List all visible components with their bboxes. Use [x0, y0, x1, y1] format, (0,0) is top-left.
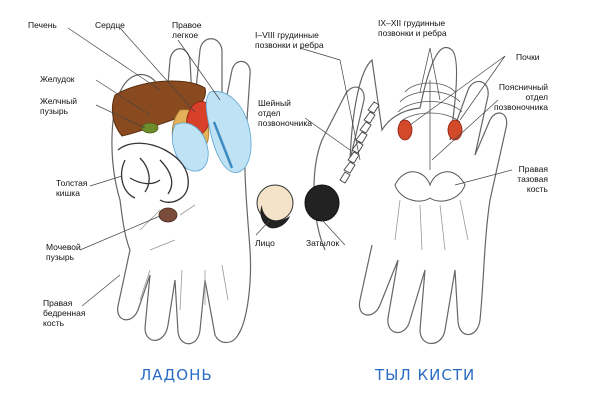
- label-right-femur: Правая бедренная кость: [43, 298, 86, 328]
- colon-shape: [117, 142, 189, 203]
- label-right-pelvic: Правая тазовая кость: [517, 164, 548, 194]
- leader-lines: [67, 27, 513, 307]
- kidney-left-shape: [397, 119, 413, 141]
- trachea-shape: [212, 121, 234, 169]
- spine-shape: [339, 101, 380, 184]
- back-hand: [313, 46, 508, 345]
- occiput-shape: [304, 184, 340, 222]
- label-heart: Сердце: [95, 20, 125, 30]
- label-lumbar: Поясничный отдел позвоночника: [493, 82, 548, 112]
- back-hand-outline: [313, 46, 508, 345]
- label-liver: Печень: [28, 20, 57, 30]
- label-right-lung: Правое легкое: [172, 20, 202, 40]
- label-gallbladder: Желчный пузырь: [40, 96, 77, 116]
- ribs-shape: [397, 80, 463, 170]
- pelvis-shape: [394, 171, 466, 202]
- label-bladder: Мочевой пузырь: [46, 242, 81, 262]
- kidney-right-shape: [447, 119, 463, 141]
- label-thoracic-9-12: IX–XII грудинные позвонки и ребра: [378, 18, 447, 38]
- label-colon: Толстая кишка: [56, 178, 88, 198]
- label-occiput: Затылок: [306, 238, 340, 248]
- caption-back-of-hand: ТЫЛ КИСТИ: [375, 366, 476, 384]
- gallbladder-shape: [141, 122, 159, 134]
- back-hand-skeleton: [394, 199, 469, 251]
- label-kidneys: Почки: [516, 52, 540, 62]
- right-lung-shape: [171, 91, 252, 173]
- caption-palm: ЛАДОНЬ: [140, 366, 213, 384]
- label-stomach: Желудок: [40, 74, 75, 84]
- label-face: Лицо: [255, 238, 275, 248]
- bladder-shape: [158, 207, 178, 223]
- label-cervical: Шейный отдел позвоночника: [258, 98, 313, 128]
- label-thoracic-1-8: I–VIII грудинные позвонки и ребра: [255, 30, 324, 50]
- palm-skeleton: [139, 204, 229, 311]
